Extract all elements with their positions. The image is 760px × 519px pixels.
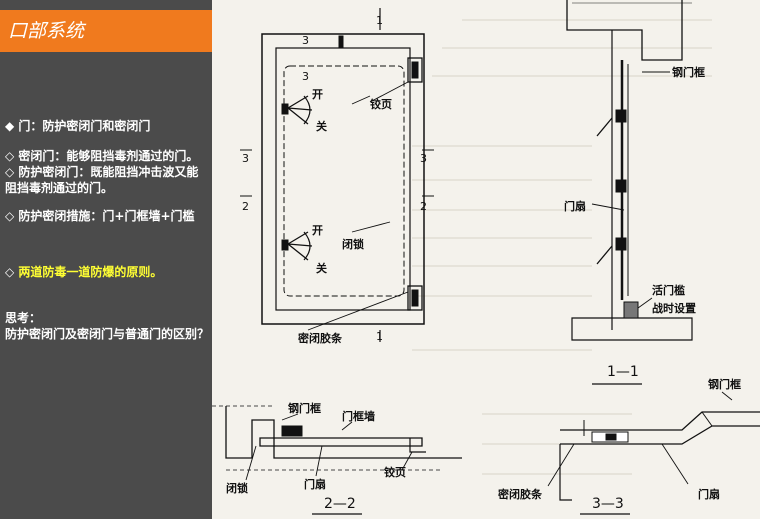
label-door-leaf-2-2: 门扇 xyxy=(304,477,326,491)
question-title: 思考： xyxy=(5,311,42,325)
faint-background-text xyxy=(412,19,712,475)
bullet-marker: ◆ xyxy=(5,119,15,133)
label-door-leaf-1-1: 门扇 xyxy=(564,199,586,213)
bullet-list: ◆ 门：防护密闭门和密闭门 ◇ 密闭门：能够阻挡毒剂通过的门。 ◇ 防护密闭门：… xyxy=(5,118,210,342)
left-panel: 口部系统 ◆ 门：防护密闭门和密闭门 ◇ 密闭门：能够阻挡毒剂通过的门。 ◇ 防… xyxy=(0,0,212,519)
section-3-3-view xyxy=(547,391,760,501)
section-mark-2-right: 2 xyxy=(420,200,427,213)
label-open-lower: 开 xyxy=(312,224,323,237)
label-lock-2-2: 闭锁 xyxy=(226,481,248,495)
label-close-upper: 关 xyxy=(316,119,327,133)
label-door-leaf-3-3: 门扇 xyxy=(698,487,720,501)
section-1-1-view xyxy=(566,0,693,341)
caption-section-3-3: 3—3 xyxy=(592,496,624,512)
bullet-text: 密闭门：能够阻挡毒剂通过的门。 xyxy=(18,149,199,163)
section-mark-2-left: 2 xyxy=(242,200,249,213)
bullet-text: 防护密闭门：既能阻挡冲击波又能阻挡毒剂通过的门。 xyxy=(5,165,199,195)
label-frame-wall: 门框墙 xyxy=(342,409,375,423)
caption-section-1-1: 1—1 xyxy=(607,364,639,380)
bullet-item-highlight: ◇ 两道防毒一道防爆的原则。 xyxy=(5,264,210,280)
section-mark-3-top: 3 xyxy=(302,34,309,47)
label-close-lower: 关 xyxy=(316,261,327,275)
door-drawing-svg: 1 1 3 3 3 3 2 2 开 关 铰页 开 关 闭锁 密闭胶条 xyxy=(212,0,760,515)
bullet-item: ◇ 防护密闭措施：门+门框墙+门槛 xyxy=(5,208,210,224)
section-mark-1-bottom: 1 xyxy=(376,330,383,343)
bullet-marker: ◇ xyxy=(5,149,15,163)
bullet-text-highlight: 两道防毒一道防爆的原则。 xyxy=(18,265,163,279)
label-steel-frame-3-3: 钢门框 xyxy=(708,377,741,391)
bullet-marker: ◇ xyxy=(5,165,15,179)
bullet-marker: ◇ xyxy=(5,265,15,279)
slide-title: 口部系统 xyxy=(0,10,212,52)
elevation-view xyxy=(240,8,434,342)
section-2-2-view xyxy=(212,405,462,481)
label-movable-threshold: 活门槛 xyxy=(652,283,685,297)
label-steel-frame-1-1: 钢门框 xyxy=(672,65,705,79)
bullet-text: 门：防护密闭门和密闭门 xyxy=(18,119,151,133)
label-open-upper: 开 xyxy=(312,88,323,101)
section-mark-3-right: 3 xyxy=(420,152,427,165)
section-mark-1-top: 1 xyxy=(376,14,383,27)
label-seal-strip: 密闭胶条 xyxy=(298,331,343,345)
label-hinge: 铰页 xyxy=(370,97,392,111)
bullet-text: 防护密闭措施：门+门框墙+门槛 xyxy=(18,209,195,223)
technical-drawing: 1 1 3 3 3 3 2 2 开 关 铰页 开 关 闭锁 密闭胶条 xyxy=(212,0,760,519)
label-steel-frame-2-2: 钢门框 xyxy=(288,401,321,415)
caption-section-2-2: 2—2 xyxy=(324,496,356,512)
label-wartime-install: 战时设置 xyxy=(652,301,696,315)
bullet-item: ◇ 防护密闭门：既能阻挡冲击波又能阻挡毒剂通过的门。 xyxy=(5,164,210,196)
label-hinge-2-2: 铰页 xyxy=(384,465,406,479)
label-seal-strip-3-3: 密闭胶条 xyxy=(498,487,543,501)
label-lock: 闭锁 xyxy=(342,237,364,251)
section-mark-3-left: 3 xyxy=(242,152,249,165)
question-text: 防护密闭门及密闭门与普通门的区别？ xyxy=(5,327,210,341)
bullet-item: ◆ 门：防护密闭门和密闭门 xyxy=(5,118,210,134)
bullet-item: ◇ 密闭门：能够阻挡毒剂通过的门。 xyxy=(5,148,210,164)
bullet-marker: ◇ xyxy=(5,209,15,223)
section-mark-3-inner: 3 xyxy=(302,70,309,83)
